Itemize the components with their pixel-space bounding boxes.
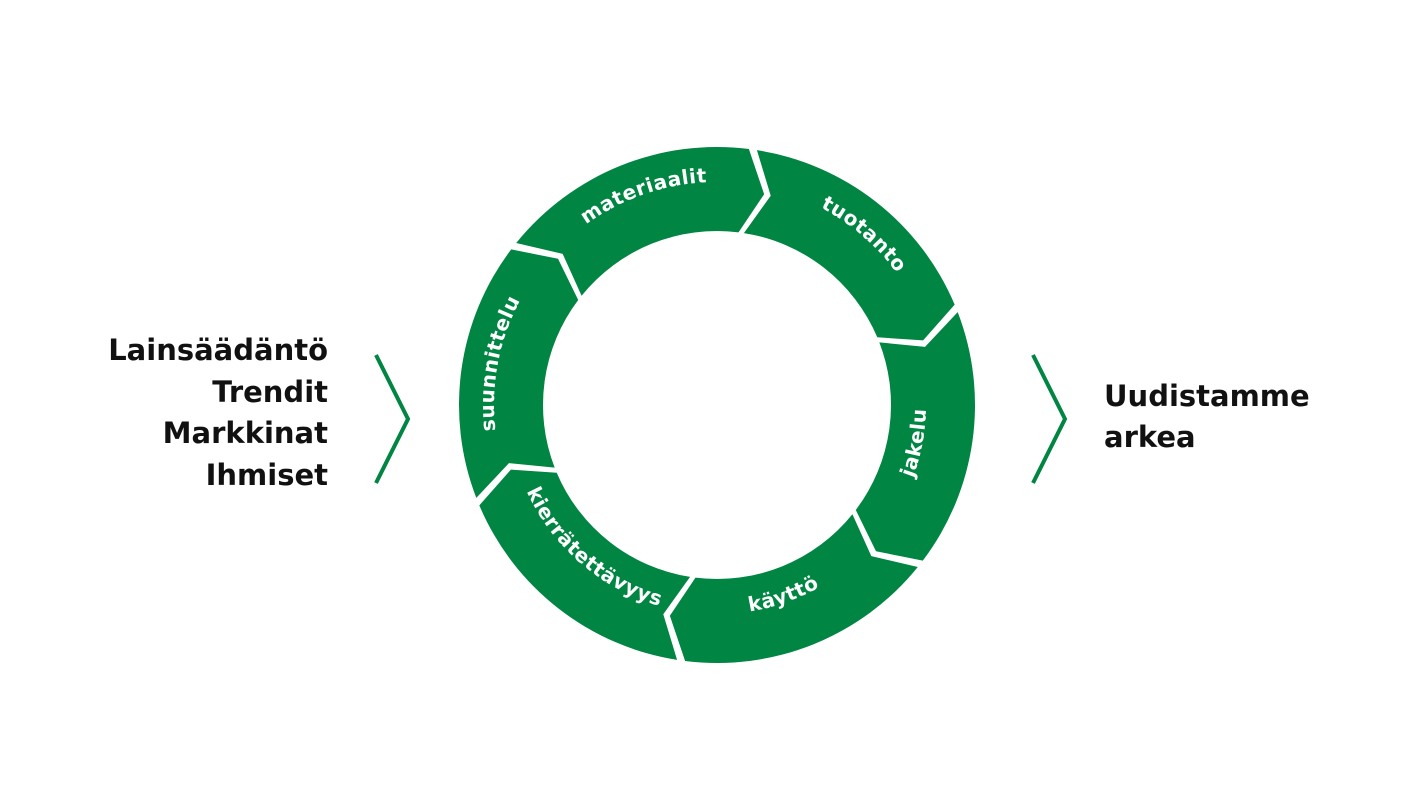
driver-people: Ihmiset	[205, 457, 328, 492]
chevron-right-icon-right	[1031, 354, 1068, 484]
segment-materiaalit	[516, 147, 765, 296]
segment-tuotanto	[743, 150, 955, 341]
drivers-list: Lainsäädäntö Trendit Markkinat Ihmiset	[108, 330, 328, 496]
driver-legislation: Lainsäädäntö	[108, 333, 328, 367]
outcome-line-1: Uudistamme	[1104, 379, 1310, 413]
driver-markets: Markkinat	[162, 416, 328, 450]
outcome-text: Uudistamme arkea	[1104, 376, 1310, 458]
segment-kierratettavyys	[479, 469, 691, 660]
segment-jakelu	[855, 312, 976, 561]
segment-suunnittelu	[458, 249, 579, 498]
outcome-line-2: arkea	[1104, 420, 1196, 454]
segment-kaytto	[669, 514, 918, 663]
chevron-right-icon-left	[374, 354, 411, 484]
driver-trends: Trendit	[212, 374, 328, 409]
